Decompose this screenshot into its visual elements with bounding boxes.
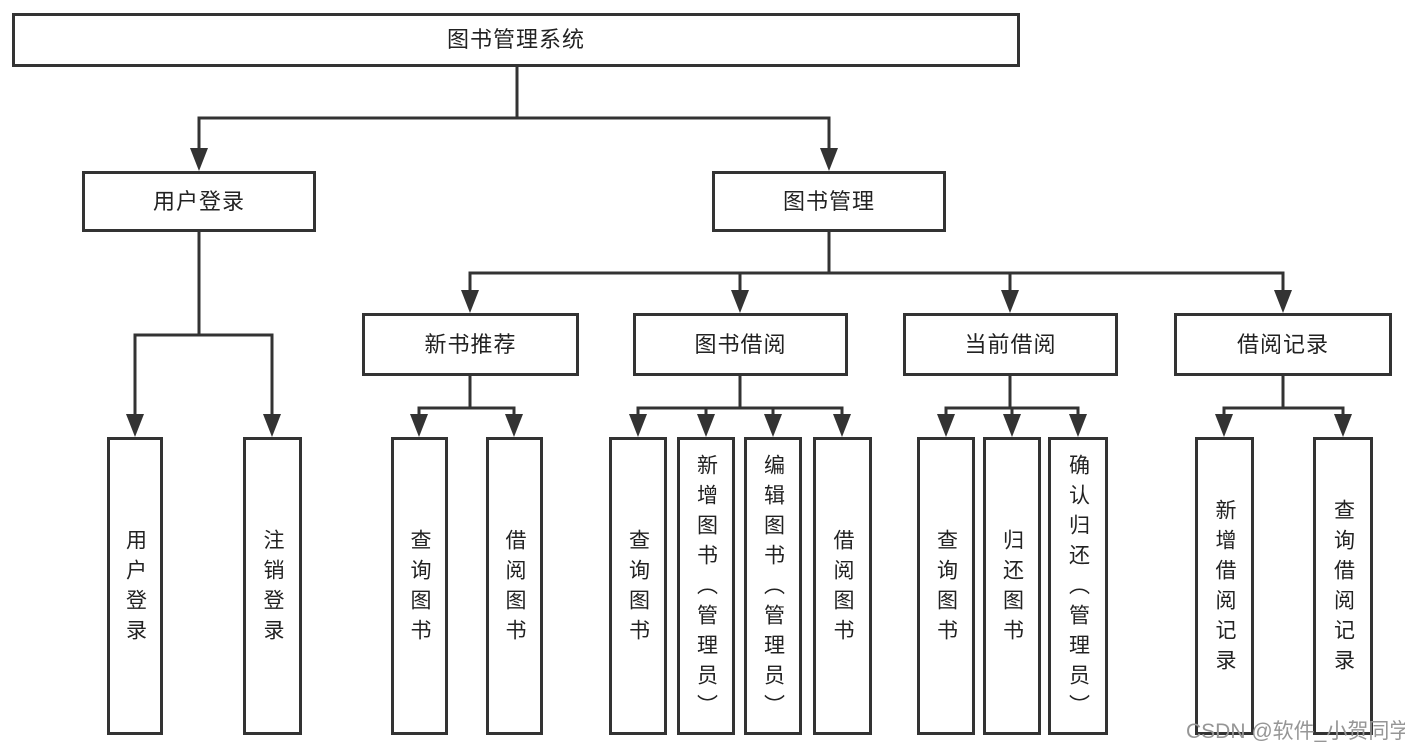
csdn-watermark: CSDN @软件_小贺同学 [1186, 720, 1405, 743]
node-root: 图书管理系统 [12, 13, 1020, 67]
node-root-label: 图书管理系统 [446, 27, 585, 52]
leaf-query-book-borrow-label: 查询图书 [626, 529, 650, 649]
leaf-borrow-book: 借阅图书 [813, 437, 872, 735]
leaf-add-book-admin-label: 新增图书（管理员） [694, 454, 718, 724]
leaf-user-login-label: 用户登录 [123, 529, 147, 649]
leaf-confirm-return-admin-label: 确认归还（管理员） [1066, 454, 1090, 724]
node-book-management-label: 图书管理 [782, 188, 875, 214]
leaf-borrow-book-recommend: 借阅图书 [486, 437, 543, 735]
leaf-query-borrow-record: 查询借阅记录 [1313, 437, 1373, 735]
leaf-query-book-borrow: 查询图书 [609, 437, 667, 735]
node-user-login-label: 用户登录 [152, 188, 245, 214]
leaf-edit-book-admin-label: 编辑图书（管理员） [761, 454, 785, 724]
leaf-logout-label: 注销登录 [261, 529, 284, 649]
node-borrow-records: 借阅记录 [1174, 313, 1392, 376]
leaf-return-book-label: 归还图书 [1000, 529, 1024, 649]
node-borrow-records-label: 借阅记录 [1236, 331, 1329, 357]
node-book-borrow-label: 图书借阅 [694, 331, 787, 357]
leaf-query-book-current-label: 查询图书 [934, 529, 958, 649]
leaf-borrow-book-recommend-label: 借阅图书 [503, 529, 526, 649]
leaf-edit-book-admin: 编辑图书（管理员） [744, 437, 802, 735]
leaf-query-book-recommend-label: 查询图书 [408, 529, 431, 649]
leaf-add-book-admin: 新增图书（管理员） [677, 437, 735, 735]
leaf-confirm-return-admin: 确认归还（管理员） [1048, 437, 1108, 735]
node-new-book-recommend: 新书推荐 [362, 313, 579, 376]
leaf-query-book-current: 查询图书 [917, 437, 975, 735]
node-current-borrow: 当前借阅 [903, 313, 1118, 376]
leaf-add-borrow-record: 新增借阅记录 [1195, 437, 1254, 735]
node-user-login: 用户登录 [82, 171, 316, 232]
leaf-return-book: 归还图书 [983, 437, 1041, 735]
leaf-query-borrow-record-label: 查询借阅记录 [1331, 499, 1355, 679]
leaf-logout: 注销登录 [243, 437, 302, 735]
leaf-add-borrow-record-label: 新增借阅记录 [1213, 499, 1236, 679]
leaf-borrow-book-label: 借阅图书 [831, 529, 854, 649]
node-book-management: 图书管理 [712, 171, 946, 232]
node-current-borrow-label: 当前借阅 [964, 331, 1057, 357]
leaf-query-book-recommend: 查询图书 [391, 437, 448, 735]
node-new-book-recommend-label: 新书推荐 [424, 331, 517, 357]
node-book-borrow: 图书借阅 [633, 313, 848, 376]
leaf-user-login: 用户登录 [107, 437, 163, 735]
